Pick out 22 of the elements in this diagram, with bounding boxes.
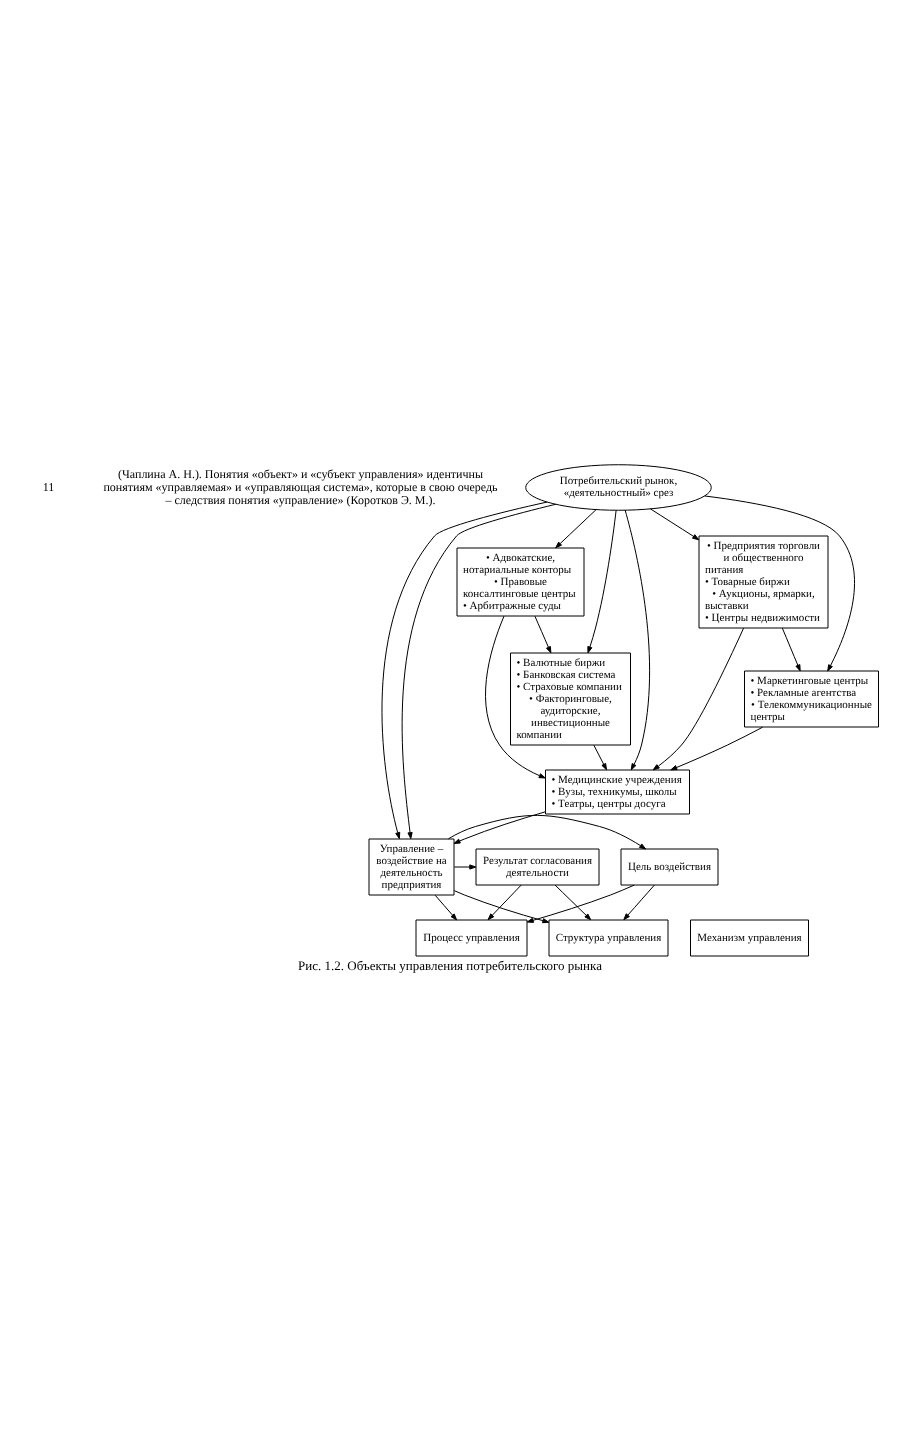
arrow xyxy=(381,501,548,840)
arrow xyxy=(453,890,550,924)
arrow xyxy=(526,884,635,923)
arrow xyxy=(434,894,458,921)
arrow xyxy=(487,884,522,921)
arrow xyxy=(593,744,608,771)
arrow xyxy=(670,726,764,771)
arrow xyxy=(447,814,647,850)
arrow xyxy=(624,509,651,771)
arrow xyxy=(554,884,592,921)
arrow xyxy=(534,615,552,654)
arrow xyxy=(649,508,700,541)
arrow xyxy=(453,864,477,870)
arrow xyxy=(781,627,801,672)
arrow xyxy=(587,510,617,654)
arrow xyxy=(623,884,655,921)
arrow xyxy=(704,495,855,672)
arrow xyxy=(485,615,546,779)
arrow xyxy=(401,503,557,840)
arrow xyxy=(555,509,597,549)
arrow xyxy=(453,811,546,844)
arrow xyxy=(652,627,745,771)
